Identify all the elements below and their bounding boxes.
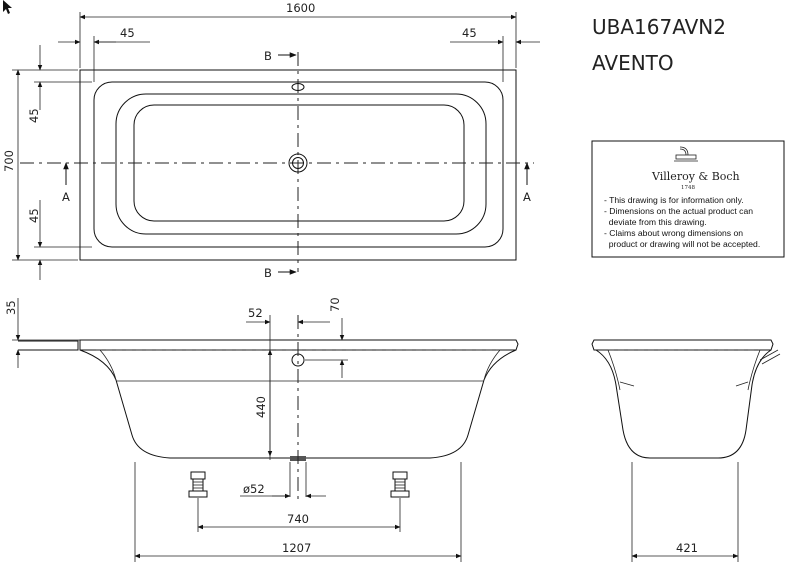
mouse-cursor-icon [3,0,12,14]
dim-waste-diameter: ø52 [243,482,265,496]
dim-rim-bottom: 45 [27,208,41,223]
section-b-top: B [264,49,272,63]
brand-name: Villeroy & Boch [651,170,740,183]
side-rim [79,339,519,351]
dim-rim-top: 45 [27,108,41,123]
end-tub-body [595,349,772,459]
overflow-opening [291,83,305,91]
dim-base-length: 1207 [282,541,311,555]
section-a-right: A [523,190,531,204]
section-a-left: A [62,190,70,204]
brand-logo-icon [674,146,698,162]
dim-depth: 440 [254,396,268,418]
dim-overflow-height: 70 [328,297,342,312]
dim-width: 700 [2,150,16,172]
model-number: UBA167AVN2 [592,15,726,39]
plan-view: 1600 45 45 700 45 45 A A B [2,1,540,280]
disclaimer-line-5: product or drawing will not be accepted. [604,239,760,249]
brand-year: 1748 [681,185,695,191]
side-view: 35 52 70 440 ø52 [4,297,519,562]
dim-feet-spacing: 740 [287,512,309,526]
dim-end-base-width: 421 [676,541,698,555]
drain-outer [288,153,308,173]
foot-right-icon [390,471,410,498]
series-name: AVENTO [592,51,674,75]
tub-shell [115,93,487,235]
dim-rim-right: 45 [462,26,477,40]
disclaimer-line-1: - This drawing is for information only. [604,195,744,205]
dim-rim-thickness: 35 [4,300,18,315]
disclaimer-line-3: deviate from this drawing. [604,217,707,227]
dim-waste-offset: 52 [248,306,263,320]
dim-rim-left: 45 [120,26,135,40]
disclaimer-line-4: - Claims about wrong dimensions on [604,228,743,238]
disclaimer-box: Villeroy & Boch 1748 - This drawing is f… [591,140,785,258]
end-view: 421 [591,339,781,562]
section-b-bottom: B [264,266,272,280]
drain-inner [292,157,304,169]
dim-length: 1600 [286,1,315,15]
end-rim [591,339,774,351]
disclaimer-line-2: - Dimensions on the actual product can [604,206,753,216]
foot-left-icon [188,471,208,498]
